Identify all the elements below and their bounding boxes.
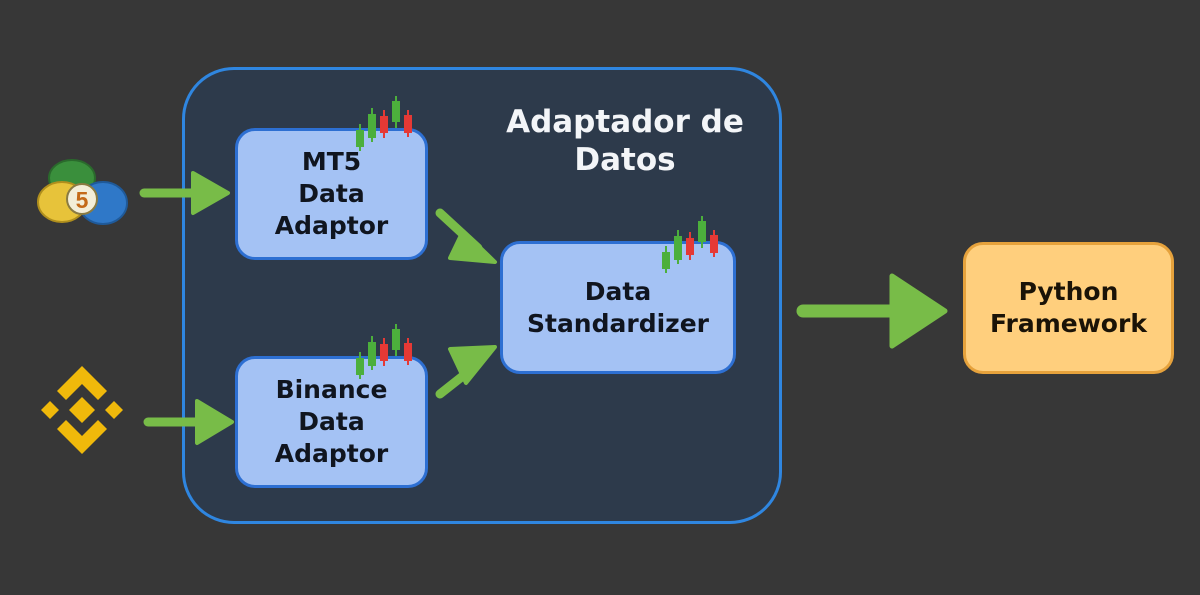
mt5-data-adaptor-box: MT5 Data Adaptor [235,128,428,260]
python-framework-box: Python Framework [963,242,1174,374]
binance-adaptor-label: Binance Data Adaptor [274,375,389,468]
mt5-number-glyph: 5 [76,187,89,213]
mt5-adaptor-label: MT5 Data Adaptor [274,147,389,240]
output-label: Python Framework [990,277,1147,338]
binance-data-adaptor-box: Binance Data Adaptor [235,356,428,488]
arrow-standardizer-to-output [796,273,948,349]
standardizer-label: Data Standardizer [526,276,710,338]
arrow-mt5-adaptor-to-standardizer [435,208,497,264]
binance-logo-icon [41,366,123,454]
container-title: Adaptador de Datos [506,104,744,178]
candlestick-icon-standardizer [662,216,718,273]
arrow-binance-to-adaptor [143,399,234,445]
candlestick-icon-mt5 [356,96,412,151]
arrow-binance-adaptor-to-standardizer [435,345,497,399]
data-standardizer-box: Data Standardizer [500,241,736,374]
metatrader5-icon: 5 [37,159,128,225]
arrow-mt5-to-adaptor [139,171,230,215]
candlestick-icon-binance [356,324,412,379]
